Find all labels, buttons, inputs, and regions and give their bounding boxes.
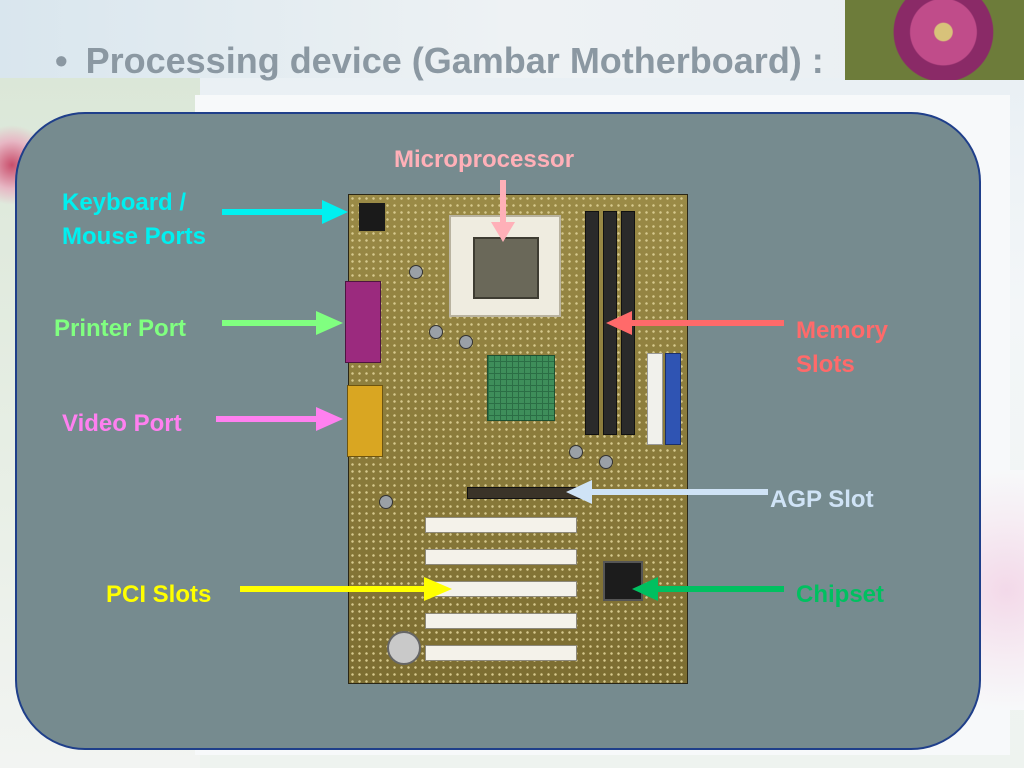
memory-slots-arrow <box>606 311 784 335</box>
cpu-socket <box>449 215 561 317</box>
label-agp-slot: AGP Slot <box>770 486 874 513</box>
flower-decoration <box>845 0 1024 80</box>
memory-slot <box>585 211 599 435</box>
slide-title: • Processing device (Gambar Motherboard) … <box>55 40 935 82</box>
label-microprocessor: Microprocessor <box>394 146 575 173</box>
video-port-connector <box>347 385 383 457</box>
pci-slot <box>425 613 577 629</box>
label-pci-slots: PCI Slots <box>106 581 212 608</box>
cmos-battery <box>387 631 421 665</box>
label-memory-slots-line1: Memory <box>796 317 889 344</box>
keyboard-mouse-port <box>359 203 385 231</box>
ide-connector-blue <box>665 353 681 445</box>
pci-slots-arrow <box>240 577 452 601</box>
capacitor <box>459 335 473 349</box>
background-flower-right <box>980 470 1024 710</box>
printer-port-connector <box>345 281 381 363</box>
label-video-port: Video Port <box>62 410 182 437</box>
capacitor <box>599 455 613 469</box>
label-keyboard-mouse-line2: Mouse Ports <box>62 223 207 250</box>
pci-slot <box>425 645 577 661</box>
microprocessor-arrow <box>491 180 515 242</box>
title-bullet: • <box>55 40 68 81</box>
printer-port-arrow <box>222 311 343 335</box>
chipset-arrow <box>632 577 784 601</box>
capacitor <box>379 495 393 509</box>
capacitor <box>569 445 583 459</box>
label-chipset: Chipset <box>796 581 885 608</box>
title-text: Processing device (Gambar Motherboard) : <box>85 40 824 81</box>
pci-slot <box>425 517 577 533</box>
pci-slot <box>425 549 577 565</box>
chipset-chip <box>603 561 643 601</box>
cpu-socket-center <box>473 237 539 299</box>
motherboard-image <box>345 194 688 684</box>
agp-slot-arrow <box>566 480 768 504</box>
capacitor <box>409 265 423 279</box>
keyboard-mouse-arrow <box>222 200 348 224</box>
label-printer-port: Printer Port <box>54 315 187 342</box>
video-port-arrow <box>216 407 343 431</box>
label-memory-slots-line2: Slots <box>796 351 855 378</box>
northbridge-chip <box>487 355 555 421</box>
ide-connector <box>647 353 663 445</box>
capacitor <box>429 325 443 339</box>
label-keyboard-mouse-line1: Keyboard / <box>62 189 187 216</box>
